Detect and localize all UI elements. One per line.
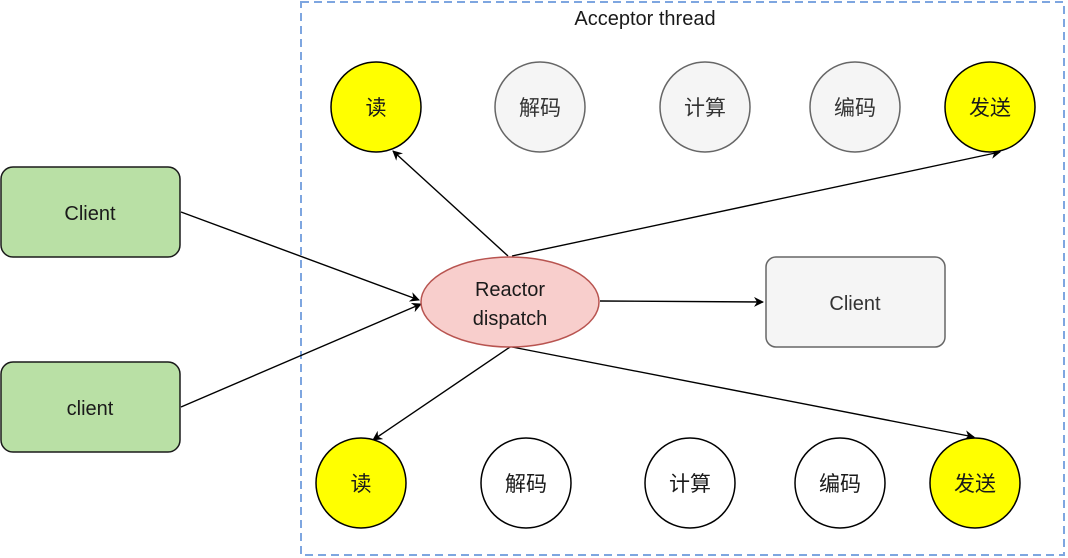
bottom-stage-read-label: 读 (351, 472, 372, 496)
top-row-stages: 读 解码 计算 编码 发送 (330, 61, 1036, 153)
edge-client2-to-reactor (180, 302, 422, 408)
bottom-stage-encode-label: 编码 (819, 472, 861, 496)
edge-reactor-to-client (599, 296, 764, 307)
edge-reactor-to-top-send (511, 148, 1001, 257)
bottom-row-stages: 读 解码 计算 编码 发送 (315, 437, 1021, 529)
top-stage-read[interactable]: 读 (330, 61, 422, 153)
container-title: Acceptor thread (574, 8, 715, 30)
client-node-1[interactable]: Client (0, 166, 181, 258)
top-stage-decode[interactable]: 解码 (494, 61, 586, 153)
top-stage-decode-label: 解码 (519, 96, 561, 120)
edges (180, 148, 1001, 441)
client-1-label: Client (64, 203, 116, 225)
bottom-stage-read[interactable]: 读 (315, 437, 407, 529)
client-node-2[interactable]: client (0, 361, 181, 453)
top-stage-read-label: 读 (366, 96, 387, 120)
target-client-node[interactable]: Client (765, 256, 946, 348)
bottom-stage-encode[interactable]: 编码 (794, 437, 886, 529)
target-client-label: Client (829, 293, 881, 315)
reactor-label-line2: dispatch (473, 308, 548, 330)
bottom-stage-send-label: 发送 (954, 472, 996, 496)
bottom-stage-decode-label: 解码 (505, 472, 547, 496)
bottom-stage-compute-label: 计算 (669, 472, 711, 496)
top-stage-send[interactable]: 发送 (944, 61, 1036, 153)
client-2-label: client (67, 398, 114, 420)
bottom-stage-decode[interactable]: 解码 (480, 437, 572, 529)
reactor-dispatch-node[interactable]: Reactor dispatch (420, 256, 600, 348)
top-stage-compute-label: 计算 (684, 96, 726, 120)
acceptor-thread-container[interactable]: Acceptor thread (300, 1, 1065, 556)
bottom-stage-compute[interactable]: 计算 (644, 437, 736, 529)
bottom-stage-send[interactable]: 发送 (929, 437, 1021, 529)
edge-reactor-to-top-read (392, 150, 509, 257)
edge-client1-to-reactor (180, 211, 420, 302)
reactor-label-line1: Reactor (475, 279, 545, 301)
top-stage-send-label: 发送 (969, 96, 1011, 120)
top-stage-compute[interactable]: 计算 (659, 61, 751, 153)
top-stage-encode-label: 编码 (834, 96, 876, 120)
edge-reactor-to-bottom-read (372, 346, 511, 441)
edge-reactor-to-bottom-send (511, 346, 975, 441)
top-stage-encode[interactable]: 编码 (809, 61, 901, 153)
